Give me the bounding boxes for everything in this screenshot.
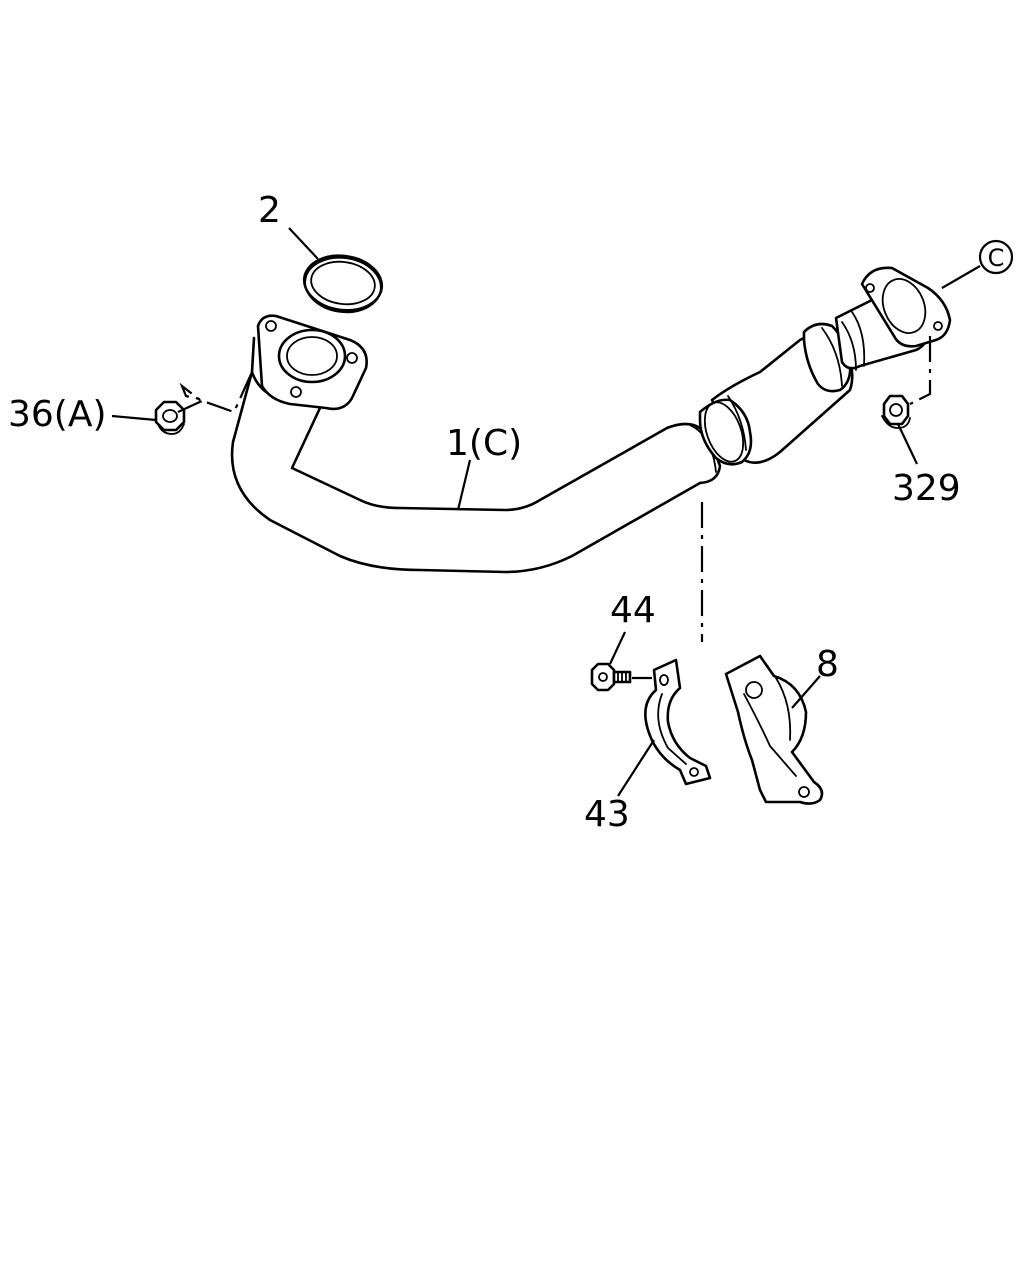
leader-bracket [791, 675, 821, 709]
bracket[interactable] [724, 654, 824, 805]
leader-connection-marker [941, 265, 981, 289]
clamp[interactable] [644, 658, 712, 786]
callout-gasket: 2 [258, 190, 281, 231]
nut[interactable] [154, 400, 186, 435]
callout-nut: 36(A) [8, 394, 107, 435]
assembly-line-nut [177, 371, 254, 414]
flange-nut[interactable] [881, 394, 911, 429]
callout-clamp: 43 [584, 794, 630, 835]
callout-bolt: 44 [610, 590, 656, 631]
leader-bolt [609, 631, 626, 665]
gasket[interactable] [301, 251, 386, 317]
bolt[interactable] [590, 662, 632, 692]
connection-marker-letter: C [988, 244, 1005, 272]
leader-flange-nut [897, 423, 918, 465]
callout-bracket: 8 [816, 644, 839, 685]
inlet-flange[interactable] [250, 314, 368, 411]
connection-marker: C [978, 239, 1014, 275]
catalytic-converter[interactable] [697, 291, 929, 467]
leader-nut [111, 414, 157, 422]
leader-gasket [288, 227, 319, 260]
callout-flange-nut: 329 [892, 468, 961, 509]
leader-front-pipe [456, 459, 472, 511]
leader-clamp [617, 739, 655, 797]
callout-front-pipe: 1(C) [446, 423, 522, 464]
outlet-flange[interactable] [860, 266, 952, 348]
assembly-line-flange-nut [909, 336, 932, 405]
